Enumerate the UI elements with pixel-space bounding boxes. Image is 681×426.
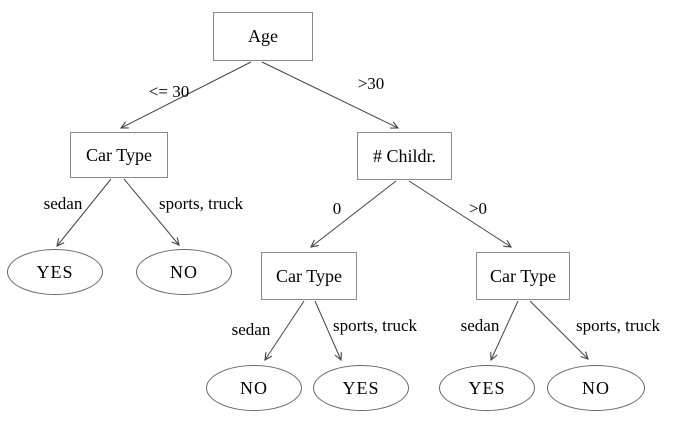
edge-num-children-to-car-type-right bbox=[408, 180, 513, 248]
edge-car-type-left-to-no bbox=[123, 178, 180, 246]
leaf-node-mid-no: NO bbox=[206, 365, 302, 411]
edge-label-zero: 0 bbox=[332, 199, 342, 218]
decision-node-num-children: # Childr. bbox=[357, 132, 452, 180]
edge-label-gt-zero: >0 bbox=[468, 199, 488, 218]
edge-label-sedan-right: sedan bbox=[460, 316, 500, 335]
edge-label-le-30: <= 30 bbox=[148, 82, 190, 101]
leaf-node-left-yes: YES bbox=[7, 249, 103, 295]
edge-label-sports-truck-right: sports, truck bbox=[575, 316, 661, 335]
edge-label-sports-truck-left: sports, truck bbox=[158, 194, 244, 213]
leaf-node-right-yes: YES bbox=[439, 365, 535, 411]
edge-num-children-to-car-type-mid bbox=[310, 180, 397, 248]
leaf-node-mid-yes: YES bbox=[313, 365, 409, 411]
edge-car-type-mid-to-yes bbox=[314, 300, 342, 362]
edge-age-to-num-children bbox=[261, 61, 400, 129]
edge-car-type-right-to-yes bbox=[490, 300, 519, 362]
edge-label-sedan-left: sedan bbox=[43, 194, 83, 213]
edge-label-sports-truck-mid: sports, truck bbox=[332, 316, 418, 335]
edge-car-type-mid-to-no bbox=[264, 300, 305, 362]
edge-car-type-left-to-yes bbox=[56, 178, 112, 247]
edge-label-sedan-mid: sedan bbox=[231, 320, 271, 339]
edge-age-to-car-type-left bbox=[119, 61, 252, 129]
leaf-node-right-no: NO bbox=[547, 365, 645, 411]
edge-car-type-right-to-no bbox=[529, 300, 589, 360]
decision-node-age: Age bbox=[213, 12, 313, 61]
decision-node-car-type-mid: Car Type bbox=[261, 252, 357, 300]
decision-node-car-type-left: Car Type bbox=[70, 132, 168, 178]
leaf-node-left-no: NO bbox=[136, 249, 232, 295]
edge-label-gt-30: >30 bbox=[357, 74, 385, 93]
decision-node-car-type-right: Car Type bbox=[476, 252, 570, 300]
